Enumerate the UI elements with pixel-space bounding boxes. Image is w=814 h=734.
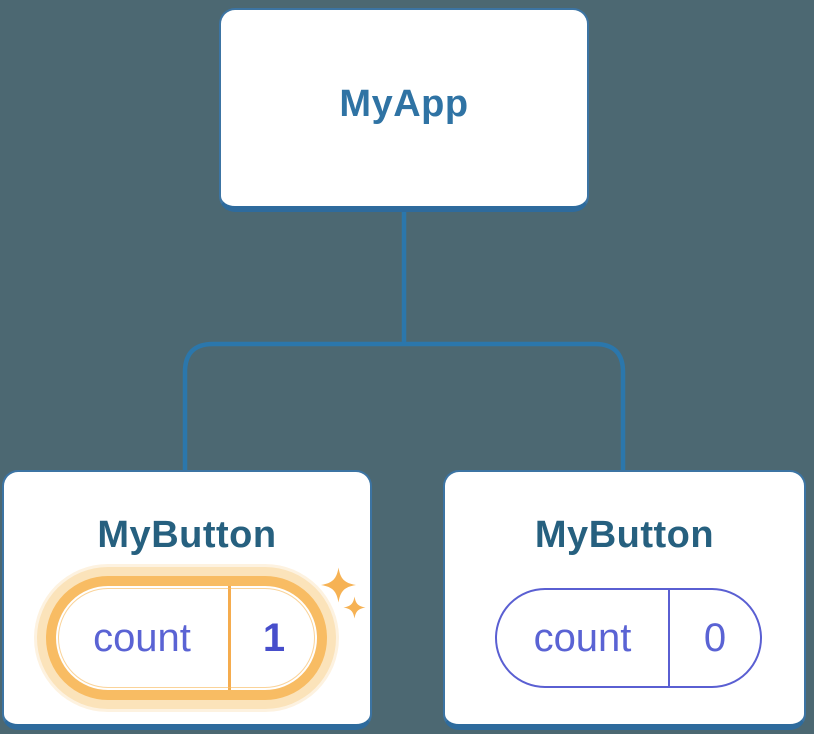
state-name: count — [533, 615, 632, 660]
sparkle-icon — [321, 567, 366, 619]
state-pill: count 0 — [495, 588, 762, 688]
state-value: 1 — [228, 586, 317, 690]
state-pill-highlighted: count 1 — [46, 576, 327, 700]
state-name: count — [93, 615, 191, 660]
state-value: 0 — [668, 590, 760, 686]
component-title: MyApp — [339, 82, 469, 125]
component-title: MyButton — [97, 514, 277, 556]
component-node-button-plain: MyButton count 0 — [443, 470, 806, 730]
component-node-button-highlighted: MyButton count 1 — [2, 470, 372, 730]
component-title: MyButton — [534, 514, 715, 556]
component-node-root: MyApp — [219, 8, 589, 212]
